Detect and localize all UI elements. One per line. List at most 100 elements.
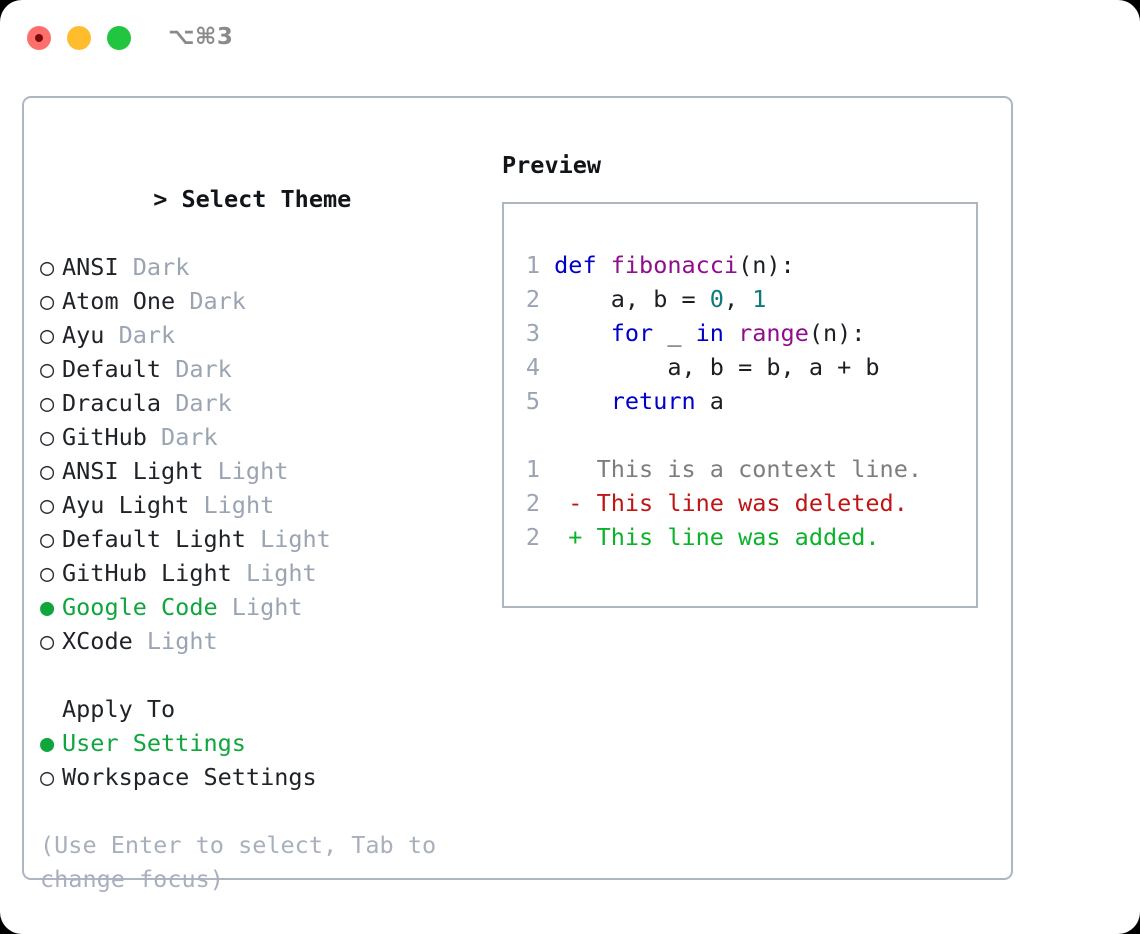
line-number: 2 xyxy=(525,523,540,551)
line-number: 3 xyxy=(525,319,540,347)
radio-unselected-icon[interactable]: ○ xyxy=(40,287,55,315)
radio-selected-icon[interactable]: ● xyxy=(40,729,55,757)
radio-unselected-icon[interactable]: ○ xyxy=(40,457,55,485)
title-bar: ⌥⌘3 xyxy=(0,0,1140,76)
code-line: 5 return a xyxy=(518,384,922,418)
label-gap xyxy=(119,253,133,281)
line-number: 2 xyxy=(525,285,540,313)
diff-marker xyxy=(540,455,597,483)
radio-unselected-icon[interactable]: ○ xyxy=(40,525,55,553)
radio-unselected-icon[interactable]: ○ xyxy=(40,355,55,383)
code-token: (n): xyxy=(738,251,795,279)
radio-unselected-icon[interactable]: ○ xyxy=(40,389,55,417)
theme-list-item[interactable]: ●Google Code Light xyxy=(40,590,480,624)
theme-variant-tag: Light xyxy=(231,593,303,621)
gutter-gap xyxy=(540,285,554,313)
label-gap xyxy=(104,321,118,349)
label-gap xyxy=(218,593,232,621)
theme-variant-tag: Dark xyxy=(175,389,232,417)
diff-marker: - xyxy=(540,489,597,517)
main-panel: > Select Theme ○ANSI Dark○Atom One Dark○… xyxy=(22,96,1013,893)
line-number: 1 xyxy=(525,251,540,279)
radio-unselected-icon[interactable]: ○ xyxy=(40,491,55,519)
radio-unselected-icon[interactable]: ○ xyxy=(40,321,55,349)
page-title: Select Theme xyxy=(181,185,352,213)
hint-spacer xyxy=(40,794,480,828)
radio-selected-icon[interactable]: ● xyxy=(40,593,55,621)
label-gap xyxy=(175,287,189,315)
keyboard-shortcut-label: ⌥⌘3 xyxy=(168,24,234,50)
label-gap xyxy=(161,389,175,417)
code-diff-separator xyxy=(518,418,922,452)
label-gap xyxy=(189,491,203,519)
label-gap xyxy=(246,525,260,553)
radio-unselected-icon[interactable]: ○ xyxy=(40,763,55,791)
label-gap xyxy=(203,457,217,485)
code-token xyxy=(554,387,611,415)
radio-unselected-icon[interactable]: ○ xyxy=(40,423,55,451)
theme-list-item[interactable]: ○GitHub Light Light xyxy=(40,556,480,590)
theme-name-label: GitHub Light xyxy=(62,559,232,587)
label-gap xyxy=(147,423,161,451)
diff-text: This line was deleted. xyxy=(596,489,908,517)
close-window-icon[interactable] xyxy=(27,26,51,50)
line-number: 2 xyxy=(525,489,540,517)
theme-name-label: Atom One xyxy=(62,287,176,315)
radio-unselected-icon[interactable]: ○ xyxy=(40,253,55,281)
label-gap xyxy=(232,559,246,587)
theme-variant-tag: Dark xyxy=(118,321,176,349)
line-number: 1 xyxy=(525,455,540,483)
code-token: _ xyxy=(653,319,696,347)
minimize-window-icon[interactable] xyxy=(67,26,91,50)
code-line: 4 a, b = b, a + b xyxy=(518,350,922,384)
theme-variant-tag: Dark xyxy=(175,355,232,383)
code-token xyxy=(724,319,738,347)
theme-list-item[interactable]: ○Default Dark xyxy=(40,352,480,386)
apply-to-item[interactable]: ○Workspace Settings xyxy=(40,760,480,794)
keyboard-hint-text: (Use Enter to select, Tab to change focu… xyxy=(40,831,437,893)
preview-heading: Preview xyxy=(502,151,602,179)
code-token: fibonacci xyxy=(610,251,739,279)
theme-list-item[interactable]: ○Ayu Light Light xyxy=(40,488,480,522)
theme-name-label: Default Light xyxy=(62,525,246,553)
apply-to-item[interactable]: ●User Settings xyxy=(40,726,480,760)
theme-variant-tag: Light xyxy=(245,559,317,587)
theme-variant-tag: Light xyxy=(146,627,218,655)
code-token: a, b = xyxy=(554,285,710,313)
theme-list: ○ANSI Dark○Atom One Dark○Ayu Dark○Defaul… xyxy=(40,250,480,658)
theme-list-item[interactable]: ○XCode Light xyxy=(40,624,480,658)
theme-name-label: ANSI xyxy=(62,253,119,281)
radio-unselected-icon[interactable]: ○ xyxy=(40,627,55,655)
theme-list-item[interactable]: ○Atom One Dark xyxy=(40,284,480,318)
theme-list-item[interactable]: ○Default Light Light xyxy=(40,522,480,556)
theme-name-label: GitHub xyxy=(62,423,147,451)
diff-text: This line was added. xyxy=(596,523,880,551)
label-gap xyxy=(133,627,147,655)
theme-name-label: Ayu Light xyxy=(62,491,190,519)
diff-marker: + xyxy=(540,523,597,551)
theme-name-label: Default xyxy=(62,355,162,383)
theme-variant-tag: Dark xyxy=(161,423,218,451)
theme-list-item[interactable]: ○Dracula Dark xyxy=(40,386,480,420)
theme-list-item[interactable]: ○GitHub Dark xyxy=(40,420,480,454)
diff-line: 2 - This line was deleted. xyxy=(518,486,922,520)
line-number: 4 xyxy=(525,353,540,381)
theme-list-item[interactable]: ○ANSI Dark xyxy=(40,250,480,284)
code-token: (n): xyxy=(808,319,866,347)
code-token: 1 xyxy=(752,285,767,313)
theme-variant-tag: Dark xyxy=(189,287,246,315)
theme-list-item[interactable]: ○ANSI Light Light xyxy=(40,454,480,488)
preview-column: Preview 1 def fibonacci(n):2 a, b = 0, 1… xyxy=(502,148,992,608)
code-token: range xyxy=(738,319,809,347)
diff-line: 2 + This line was added. xyxy=(518,520,922,554)
theme-name-label: XCode xyxy=(62,627,133,655)
maximize-window-icon[interactable] xyxy=(107,26,131,50)
theme-variant-tag: Light xyxy=(260,525,331,553)
code-line: 3 for _ in range(n): xyxy=(518,316,922,350)
theme-name-label: Dracula xyxy=(62,389,162,417)
theme-list-item[interactable]: ○Ayu Dark xyxy=(40,318,480,352)
radio-unselected-icon[interactable]: ○ xyxy=(40,559,55,587)
code-line: 1 def fibonacci(n): xyxy=(518,248,922,282)
apply-to-list: ●User Settings○Workspace Settings xyxy=(40,726,480,794)
